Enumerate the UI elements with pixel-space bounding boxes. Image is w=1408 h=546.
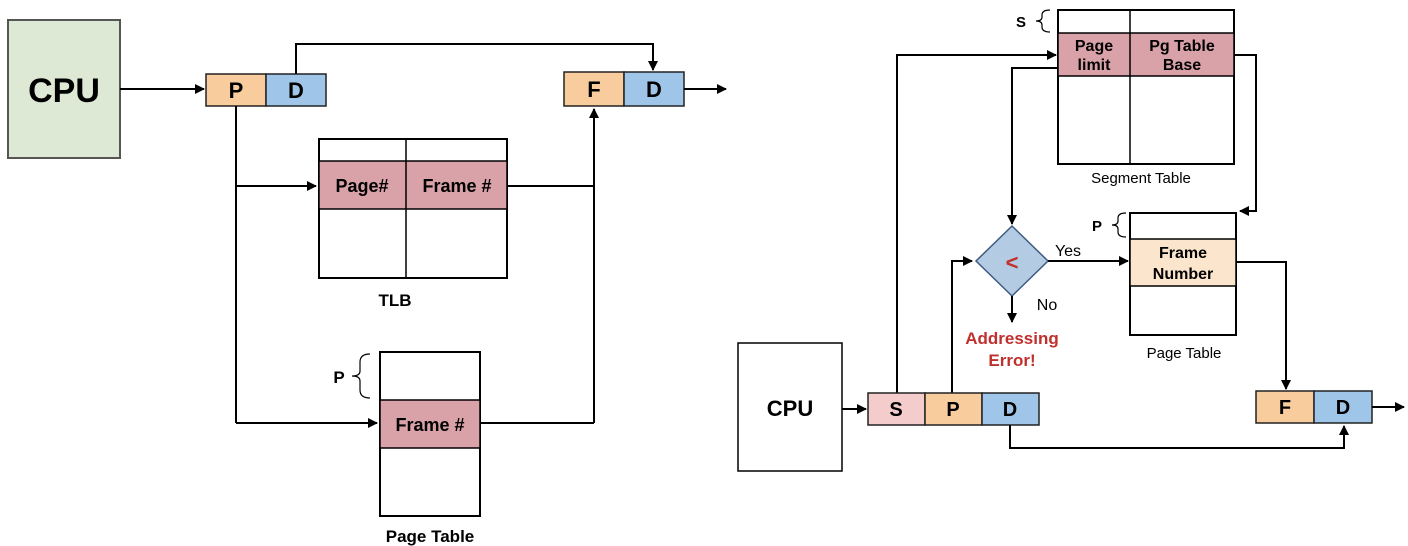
- left-diagram: CPU P D F D: [7, 19, 727, 546]
- left-output-f-label: F: [587, 77, 600, 102]
- right-offset-path-arrow: [1009, 425, 1349, 449]
- right-segment-table-title: Segment Table: [1091, 170, 1191, 187]
- right-page-table-title: Page Table: [1147, 345, 1222, 362]
- left-offset-path-arrow: [295, 43, 658, 74]
- right-error-line1: Addressing: [965, 329, 1059, 348]
- right-frame-to-output-arrow: [1236, 261, 1291, 390]
- left-page-brace-label: P: [333, 368, 344, 387]
- right-segment-entry: [1057, 32, 1235, 77]
- right-output-f-label: F: [1279, 397, 1291, 419]
- right-segment-brace-label: S: [1016, 14, 1026, 31]
- right-seg-base-line2: Base: [1163, 57, 1201, 74]
- right-compare-symbol: <: [1006, 250, 1019, 275]
- right-logical-address: S P D: [867, 392, 1040, 426]
- right-segment-number-arrow: [896, 50, 1057, 393]
- left-page-table: Frame # Page Table P: [333, 351, 481, 546]
- right-address-s-cell: [867, 392, 926, 426]
- right-physical-address: F D: [1255, 390, 1373, 424]
- right-page-brace: [1111, 212, 1127, 238]
- left-tlb-entry: [318, 160, 508, 210]
- left-page-table-frame-label: Frame #: [395, 415, 464, 435]
- right-cpu-label: CPU: [767, 396, 813, 421]
- left-tlb-title: TLB: [378, 291, 411, 310]
- right-error-line2: Error!: [988, 351, 1035, 370]
- left-address-p-label: P: [229, 78, 244, 103]
- left-physical-address: F D: [563, 71, 685, 107]
- right-frame-line2: Number: [1153, 266, 1213, 283]
- right-seg-base-line1: Pg Table: [1149, 38, 1215, 55]
- left-page-table-entry: [379, 399, 481, 449]
- left-address-p-cell: [205, 73, 267, 107]
- right-page-table: Frame Number Page Table P: [1092, 212, 1237, 362]
- right-yes-label: Yes: [1055, 243, 1081, 260]
- left-tlb-frame-label: Frame #: [422, 176, 491, 196]
- right-address-d-label: D: [1003, 399, 1017, 421]
- left-address-d-label: D: [288, 78, 304, 103]
- right-page-to-compare-arrow: [951, 256, 973, 393]
- right-seg-limit-line1: Page: [1075, 38, 1113, 55]
- right-no-label: No: [1037, 297, 1058, 314]
- right-page-table-entry: [1129, 238, 1237, 287]
- left-cpu-label: CPU: [28, 72, 100, 110]
- right-output-f-cell: [1255, 390, 1315, 424]
- left-logical-address: P D: [205, 73, 327, 107]
- right-output-d-cell: [1313, 390, 1373, 424]
- left-page-brace: [351, 353, 371, 399]
- right-compare-diamond: <: [974, 224, 1050, 298]
- right-segment-brace: [1035, 9, 1051, 33]
- right-diagram: Page limit Pg Table Base Segment Table S…: [737, 9, 1405, 472]
- right-page-brace-label: P: [1092, 218, 1102, 235]
- right-limit-to-compare-arrow: [1007, 67, 1058, 225]
- left-tlb: Page# Frame # TLB: [318, 138, 508, 310]
- left-page-table-title: Page Table: [386, 527, 475, 546]
- left-cpu-box: CPU: [7, 19, 121, 159]
- right-address-p-label: P: [946, 399, 959, 421]
- right-frame-line1: Frame: [1159, 245, 1207, 262]
- right-base-to-page-table-arrow: [1234, 54, 1257, 216]
- right-cpu-box: CPU: [737, 342, 843, 472]
- left-tlb-page-label: Page#: [335, 176, 388, 196]
- left-output-d-label: D: [646, 77, 662, 102]
- right-address-s-label: S: [889, 399, 902, 421]
- right-address-p-cell: [924, 392, 983, 426]
- right-seg-limit-line2: limit: [1078, 57, 1112, 74]
- right-output-d-label: D: [1336, 397, 1350, 419]
- right-segment-table: Page limit Pg Table Base Segment Table S: [1016, 9, 1235, 187]
